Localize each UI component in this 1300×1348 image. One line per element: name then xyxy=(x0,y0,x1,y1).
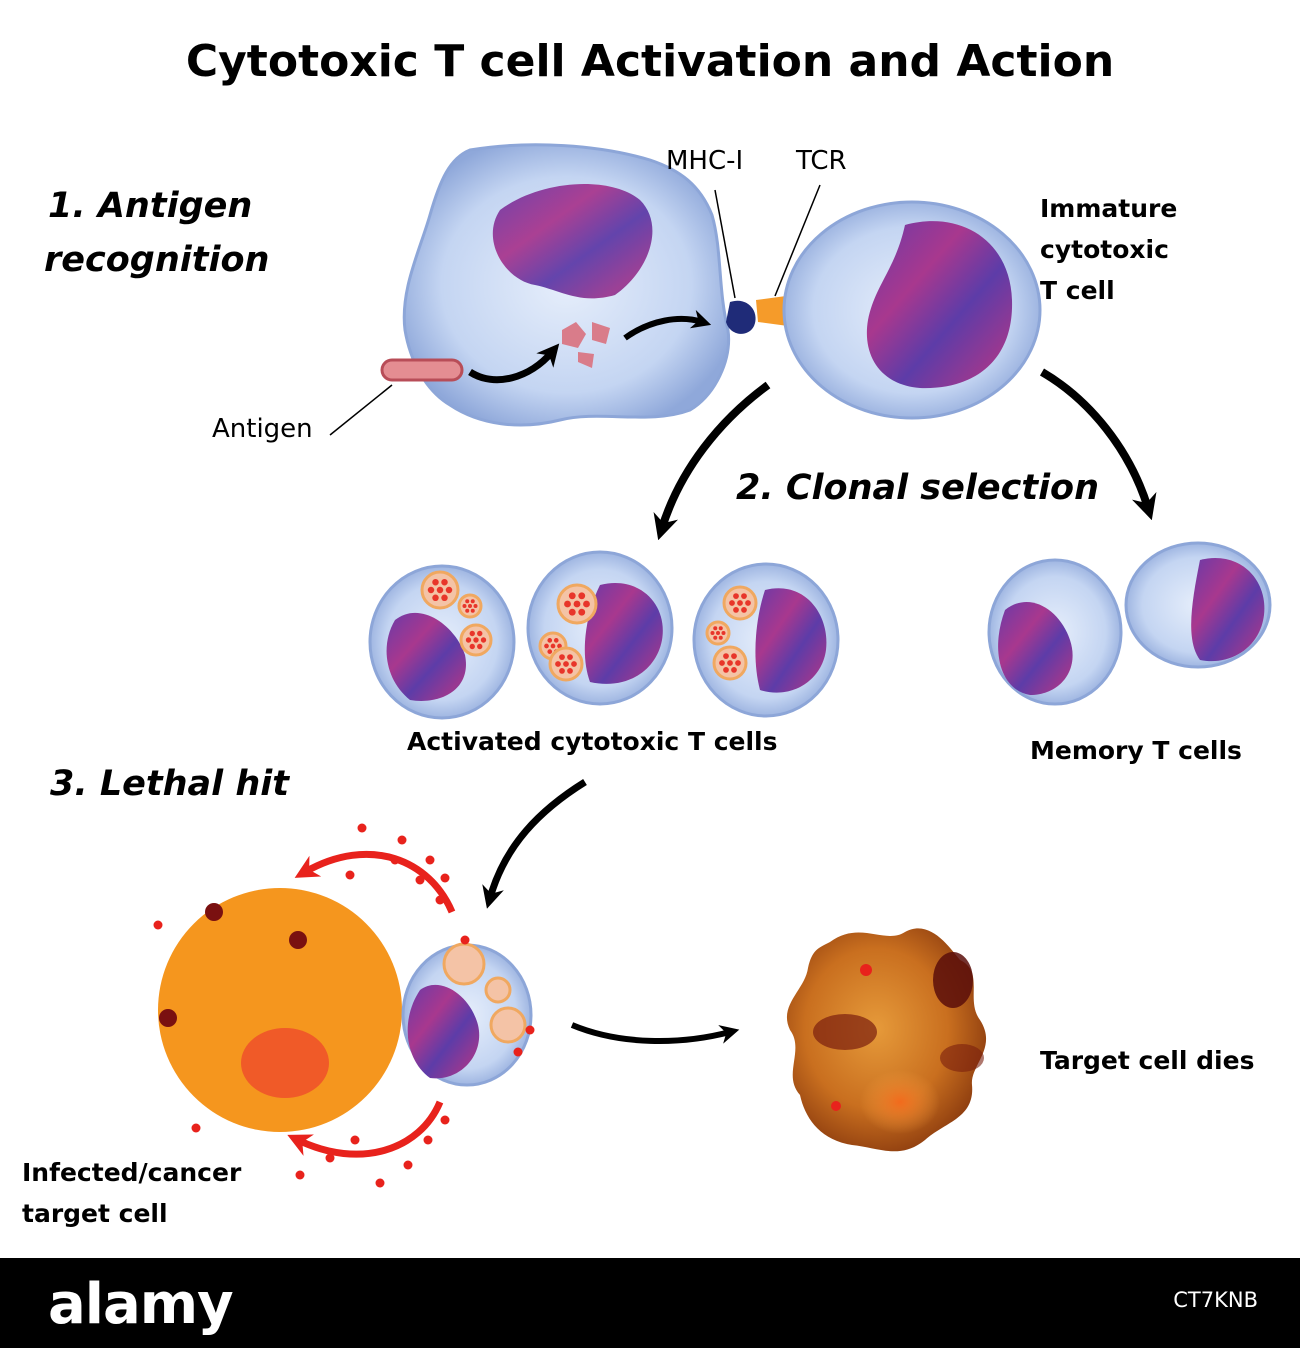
cytotoxic-granule xyxy=(556,583,598,625)
activated-t-cells-group xyxy=(368,550,840,720)
tcr-receptor xyxy=(756,296,788,326)
granzyme-dot xyxy=(440,873,450,883)
granzyme-dot xyxy=(425,855,435,865)
immature-label-line2: cytotoxic xyxy=(1040,235,1169,264)
cytotoxic-granule xyxy=(712,645,748,681)
granzyme-dot xyxy=(440,1115,450,1125)
memory-t-cell-2 xyxy=(1124,541,1272,669)
immature-label-line1: Immature xyxy=(1040,194,1178,223)
cytotoxic-granule xyxy=(459,623,493,657)
mhc-label: MHC-I xyxy=(666,146,744,176)
cytotoxic-granule xyxy=(722,585,758,621)
infected-label-line2: target cell xyxy=(22,1199,168,1228)
watermark-footer: alamy CT7KNB xyxy=(0,1258,1300,1348)
activated-t-cell xyxy=(526,550,674,706)
activated-label: Activated cytotoxic T cells xyxy=(407,727,778,756)
cytotoxic-granule xyxy=(420,570,460,610)
antigen-leader-line xyxy=(329,384,393,436)
granzyme-dot xyxy=(397,835,407,845)
granzyme-dots xyxy=(153,823,535,1188)
step2-label: 2. Clonal selection xyxy=(736,468,1100,508)
antigen-presenting-cell xyxy=(402,143,731,427)
dying-target-cell xyxy=(786,928,987,1152)
cytotoxic-granule xyxy=(457,593,483,619)
antigen-label: Antigen xyxy=(212,414,313,444)
lethal-hit-arrow xyxy=(482,779,587,909)
step3-label: 3. Lethal hit xyxy=(50,764,289,804)
perforin-arrow-bottom xyxy=(287,1100,444,1158)
diagram-canvas xyxy=(153,143,1272,1188)
tcr-leader-line xyxy=(774,184,821,297)
granzyme-dot xyxy=(423,1135,433,1145)
granzyme-dot xyxy=(403,1160,413,1170)
granzyme-dot xyxy=(350,1135,360,1145)
page-title: Cytotoxic T cell Activation and Action xyxy=(185,36,1115,87)
target-dies-label: Target cell dies xyxy=(1040,1046,1255,1075)
granzyme-dot xyxy=(295,1170,305,1180)
watermark-logo: alamy xyxy=(48,1272,234,1337)
granzyme-dot xyxy=(415,875,425,885)
granzyme-dot xyxy=(153,920,163,930)
cytotoxic-granule xyxy=(548,646,584,682)
clonal-arrow-left xyxy=(653,381,771,541)
activated-t-cell xyxy=(368,564,516,720)
step1-label-line2: recognition xyxy=(44,240,270,280)
infected-label-line1: Infected/cancer xyxy=(22,1158,242,1187)
processed-antigen-fragments xyxy=(562,322,610,368)
immature-label-line3: T cell xyxy=(1040,276,1115,305)
immature-t-cell xyxy=(782,200,1042,420)
granzyme-dot xyxy=(390,855,400,865)
granzyme-dot xyxy=(191,1123,201,1133)
memory-label: Memory T cells xyxy=(1030,736,1242,765)
granzyme-dot xyxy=(357,823,367,833)
step1-label-line1: 1. Antigen xyxy=(48,186,253,226)
tcr-label: TCR xyxy=(796,146,847,176)
mhc-receptor xyxy=(726,300,756,334)
target-cell xyxy=(158,888,402,1132)
memory-t-cell-1 xyxy=(987,558,1123,706)
granzyme-dot xyxy=(375,1178,385,1188)
antigen-rod xyxy=(380,358,464,382)
attacking-t-cell xyxy=(401,942,533,1087)
watermark-code: CT7KNB xyxy=(1173,1288,1258,1312)
death-arrow xyxy=(570,1022,740,1045)
granzyme-dot xyxy=(460,935,470,945)
granzyme-dot xyxy=(345,870,355,880)
cytotoxic-granule xyxy=(705,620,731,646)
granzyme-dot xyxy=(435,895,445,905)
mhc-leader-line xyxy=(714,189,736,299)
granzyme-dot xyxy=(513,1047,523,1057)
uptake-arrow xyxy=(468,343,560,384)
activated-t-cell xyxy=(692,562,840,718)
presentation-arrow xyxy=(623,309,712,341)
granzyme-dot xyxy=(325,1153,335,1163)
granzyme-dot xyxy=(525,1025,535,1035)
clonal-arrow-right xyxy=(1039,368,1157,521)
